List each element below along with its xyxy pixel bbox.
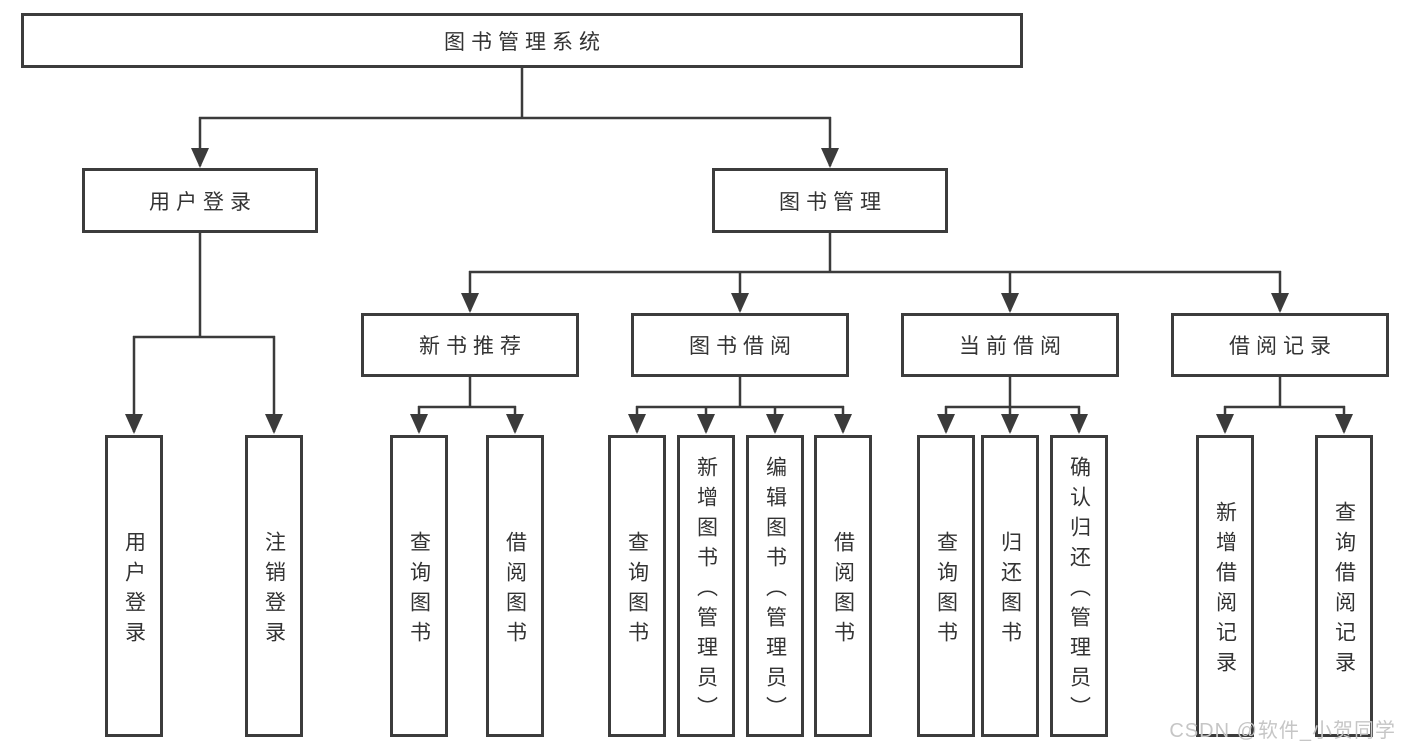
node-book-borrowing: 图书借阅: [631, 313, 849, 377]
node-borrowing-records: 借阅记录: [1171, 313, 1389, 377]
node-leaf-add-borrow-record: 新增借阅记录: [1196, 435, 1254, 737]
csdn-watermark: CSDN @软件_小贺同学: [1169, 720, 1396, 742]
node-label: 当前借阅: [959, 335, 1067, 358]
node-current-borrowing: 当前借阅: [901, 313, 1119, 377]
node-label: 查询图书: [934, 530, 958, 651]
node-label: 查询图书: [407, 530, 431, 651]
node-label: 图书借阅: [689, 335, 797, 358]
node-leaf-query-borrow-record: 查询借阅记录: [1315, 435, 1373, 737]
node-label: 确认归还（管理员）: [1067, 455, 1091, 726]
node-leaf-borrow-books-recommend: 借阅图书: [486, 435, 544, 737]
node-label: 编辑图书（管理员）: [763, 455, 787, 726]
node-leaf-logout: 注销登录: [245, 435, 303, 737]
node-leaf-query-books-recommend: 查询图书: [390, 435, 448, 737]
node-leaf-user-login: 用户登录: [105, 435, 163, 737]
node-book-management: 图书管理: [712, 168, 948, 233]
node-label: 新增借阅记录: [1213, 500, 1237, 681]
node-leaf-confirm-return-admin: 确认归还（管理员）: [1050, 435, 1108, 737]
node-leaf-return-books: 归还图书: [981, 435, 1039, 737]
node-label: 借阅记录: [1229, 335, 1337, 358]
node-label: 归还图书: [998, 530, 1022, 651]
node-library-management-system: 图书管理系统: [21, 13, 1023, 68]
node-label: 借阅图书: [831, 530, 855, 651]
node-label: 注销登录: [262, 530, 286, 651]
node-label: 新书推荐: [419, 335, 527, 358]
node-label: 用户登录: [122, 530, 146, 651]
node-user-login: 用户登录: [82, 168, 318, 233]
node-label: 借阅图书: [503, 530, 527, 651]
node-label: 查询图书: [625, 530, 649, 651]
node-new-book-recommend: 新书推荐: [361, 313, 579, 377]
node-label: 新增图书（管理员）: [694, 455, 718, 726]
node-leaf-edit-books-admin: 编辑图书（管理员）: [746, 435, 804, 737]
node-leaf-borrow-books: 借阅图书: [814, 435, 872, 737]
node-leaf-query-books-current: 查询图书: [917, 435, 975, 737]
node-label: 用户登录: [149, 190, 257, 214]
node-leaf-add-books-admin: 新增图书（管理员）: [677, 435, 735, 737]
node-label: 图书管理: [779, 190, 887, 214]
node-leaf-query-books-borrowing: 查询图书: [608, 435, 666, 737]
node-label: 查询借阅记录: [1332, 500, 1356, 681]
node-label: 图书管理系统: [444, 30, 606, 54]
